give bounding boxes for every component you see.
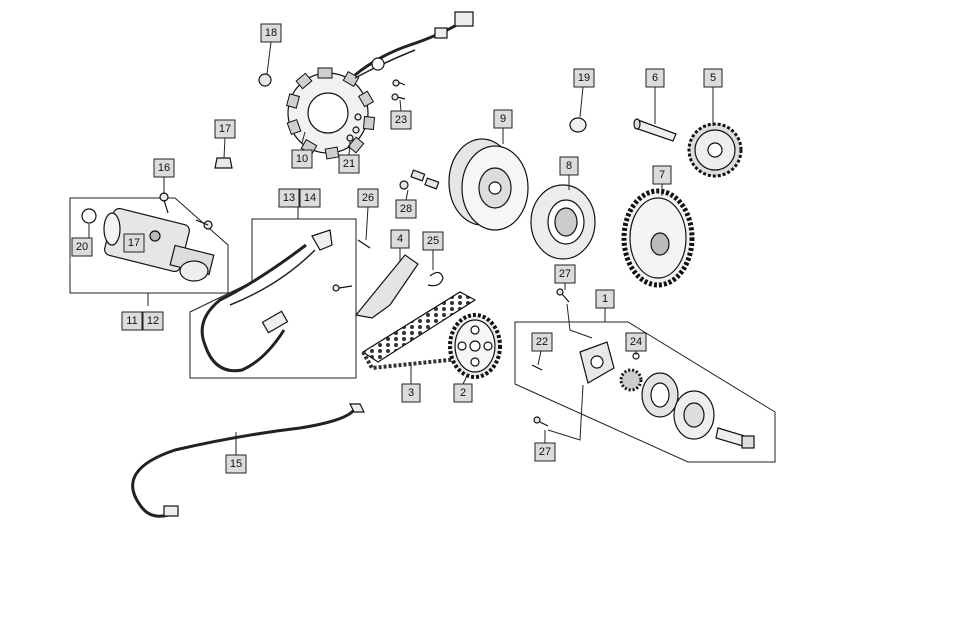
chain-cover	[354, 254, 444, 319]
leader-lines	[88, 41, 714, 455]
svg-text:24: 24	[630, 336, 642, 348]
svg-text:19: 19	[578, 72, 590, 84]
svg-text:15: 15	[230, 458, 242, 470]
svg-text:3: 3	[408, 387, 414, 399]
svg-text:28: 28	[400, 203, 412, 215]
callout-14: 14	[299, 188, 321, 208]
svg-text:21: 21	[343, 158, 355, 170]
oil-pump-assembly	[514, 321, 776, 463]
svg-text:23: 23	[395, 114, 407, 126]
callout-16: 16	[153, 158, 175, 178]
svg-text:11: 11	[126, 315, 137, 327]
callout-19: 19	[573, 68, 595, 88]
idle-gear-shaft	[633, 118, 677, 142]
svg-text:26: 26	[362, 192, 374, 204]
svg-text:27: 27	[559, 268, 571, 280]
stator-coil	[286, 11, 474, 160]
callout-4: 4	[390, 229, 410, 249]
callout-6: 6	[645, 68, 665, 88]
callout-27-bottom: 27	[534, 442, 556, 462]
callout-8: 8	[559, 156, 579, 176]
callout-28: 28	[395, 199, 417, 219]
svg-text:7: 7	[659, 169, 665, 181]
callout-22: 22	[531, 332, 553, 352]
callout-23: 23	[390, 110, 412, 130]
svg-text:5: 5	[710, 72, 716, 84]
callout-11: 11	[121, 311, 143, 331]
svg-text:14: 14	[304, 192, 316, 204]
svg-text:9: 9	[500, 113, 506, 125]
svg-text:22: 22	[536, 336, 548, 348]
washer	[569, 117, 587, 133]
svg-text:10: 10	[296, 153, 308, 165]
svg-text:12: 12	[147, 315, 159, 327]
small-fasteners	[159, 73, 570, 427]
starter-clutch	[530, 184, 596, 260]
starter-clutch-gear	[621, 188, 695, 288]
svg-text:18: 18	[265, 27, 277, 39]
callout-3: 3	[401, 383, 421, 403]
svg-text:17: 17	[219, 123, 231, 135]
flywheel	[448, 138, 529, 231]
idle-gear	[687, 122, 743, 178]
callout-9: 9	[493, 109, 513, 129]
svg-text:25: 25	[427, 235, 439, 247]
svg-text:16: 16	[158, 162, 170, 174]
callout-24: 24	[625, 332, 647, 352]
callout-10: 10	[291, 149, 313, 169]
callout-21: 21	[338, 154, 360, 174]
callout-2: 2	[453, 383, 473, 403]
svg-text:2: 2	[460, 387, 466, 399]
callout-27-top: 27	[554, 264, 576, 284]
svg-text:1: 1	[602, 293, 608, 305]
svg-text:20: 20	[76, 241, 88, 253]
svg-text:27: 27	[539, 446, 551, 458]
ground-cable	[131, 403, 365, 518]
callout-25: 25	[422, 231, 444, 251]
svg-text:4: 4	[397, 233, 403, 245]
callout-1: 1	[595, 289, 615, 309]
callout-12: 12	[142, 311, 164, 331]
callout-18: 18	[260, 23, 282, 43]
svg-text:8: 8	[566, 160, 572, 172]
callout-20: 20	[71, 237, 93, 257]
battery-cable	[189, 218, 357, 379]
starter-motor	[69, 197, 229, 294]
callout-5: 5	[703, 68, 723, 88]
svg-text:13: 13	[283, 192, 295, 204]
callout-15: 15	[225, 454, 247, 474]
svg-text:17: 17	[128, 237, 140, 249]
callout-26: 26	[357, 188, 379, 208]
drive-sprocket	[448, 313, 502, 379]
svg-text:6: 6	[652, 72, 658, 84]
callout-7: 7	[652, 165, 672, 185]
callout-13: 13	[278, 188, 300, 208]
callout-17-top: 17	[214, 119, 236, 139]
callout-17-motor: 17	[123, 233, 145, 253]
